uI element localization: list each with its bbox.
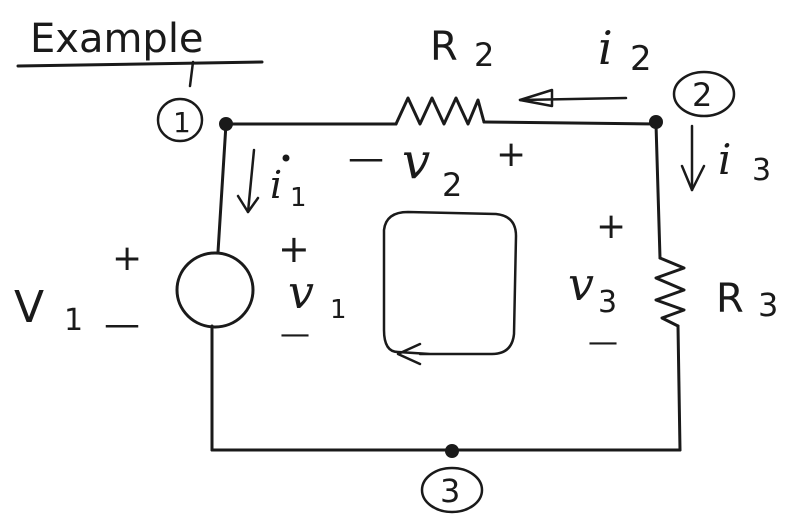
svg-text:1: 1 bbox=[173, 106, 191, 139]
mesh-loop bbox=[382, 210, 518, 356]
svg-text:1: 1 bbox=[290, 183, 307, 213]
resistor-r3 bbox=[654, 256, 686, 328]
svg-text:R: R bbox=[716, 276, 744, 322]
label-i2: i 2 bbox=[598, 21, 652, 79]
svg-text:—: — bbox=[280, 317, 310, 352]
node-dot-2 bbox=[649, 115, 663, 129]
right-wire-upper bbox=[654, 122, 662, 260]
svg-text:+: + bbox=[496, 134, 526, 175]
title-underline bbox=[16, 60, 264, 68]
svg-text:3: 3 bbox=[598, 285, 617, 320]
label-v1-source: V 1 + — bbox=[14, 238, 142, 345]
source-plus-sign: + bbox=[112, 238, 142, 279]
svg-text:—: — bbox=[348, 138, 384, 179]
svg-text:2: 2 bbox=[474, 36, 494, 74]
svg-text:v: v bbox=[568, 257, 594, 311]
svg-text:3: 3 bbox=[440, 472, 460, 510]
resistor-r2 bbox=[394, 96, 486, 126]
label-i1: i 1 bbox=[270, 163, 307, 213]
svg-text:v: v bbox=[288, 265, 314, 319]
title-pointer bbox=[188, 60, 195, 88]
node-dot-1 bbox=[219, 117, 233, 131]
mesh-loop-arrow-icon bbox=[396, 342, 422, 366]
left-wire-upper bbox=[216, 122, 228, 254]
svg-text:+: + bbox=[596, 206, 626, 247]
svg-text:2: 2 bbox=[630, 39, 652, 79]
svg-text:+: + bbox=[278, 227, 310, 271]
svg-text:2: 2 bbox=[442, 166, 462, 204]
svg-text:—: — bbox=[588, 325, 618, 360]
current-arrow-i1 bbox=[236, 148, 260, 214]
label-v2: — v 2 + bbox=[348, 132, 526, 204]
node-label-3: 3 bbox=[420, 466, 484, 514]
svg-text:i: i bbox=[718, 135, 731, 184]
current-arrow-i3 bbox=[680, 124, 706, 192]
node-dot-3 bbox=[445, 444, 459, 458]
label-i3: i 3 bbox=[718, 135, 771, 188]
svg-text:i: i bbox=[270, 163, 282, 207]
right-wire-lower bbox=[676, 324, 682, 452]
svg-text:3: 3 bbox=[752, 153, 771, 188]
node-label-2: 2 bbox=[672, 70, 736, 118]
svg-text:i: i bbox=[598, 21, 613, 75]
source-minus-sign: — bbox=[104, 304, 140, 345]
svg-text:3: 3 bbox=[758, 286, 778, 324]
svg-text:1: 1 bbox=[330, 295, 347, 325]
i1-dot-icon bbox=[282, 154, 290, 162]
label-v3: + v 3 — bbox=[568, 206, 626, 360]
label-r3: R 3 bbox=[716, 276, 778, 324]
svg-text:v: v bbox=[402, 132, 430, 190]
svg-text:2: 2 bbox=[692, 76, 712, 114]
current-arrow-i2 bbox=[518, 88, 628, 108]
svg-text:1: 1 bbox=[64, 303, 83, 338]
label-v1: + v 1 — bbox=[278, 227, 347, 352]
svg-text:R: R bbox=[430, 24, 458, 70]
svg-text:V: V bbox=[14, 282, 44, 333]
voltage-source-v1 bbox=[175, 251, 255, 329]
top-right-wire bbox=[482, 120, 658, 126]
diagram-title: Example bbox=[30, 16, 204, 62]
label-r2: R 2 bbox=[430, 24, 494, 74]
node-label-1: 1 bbox=[156, 97, 204, 143]
